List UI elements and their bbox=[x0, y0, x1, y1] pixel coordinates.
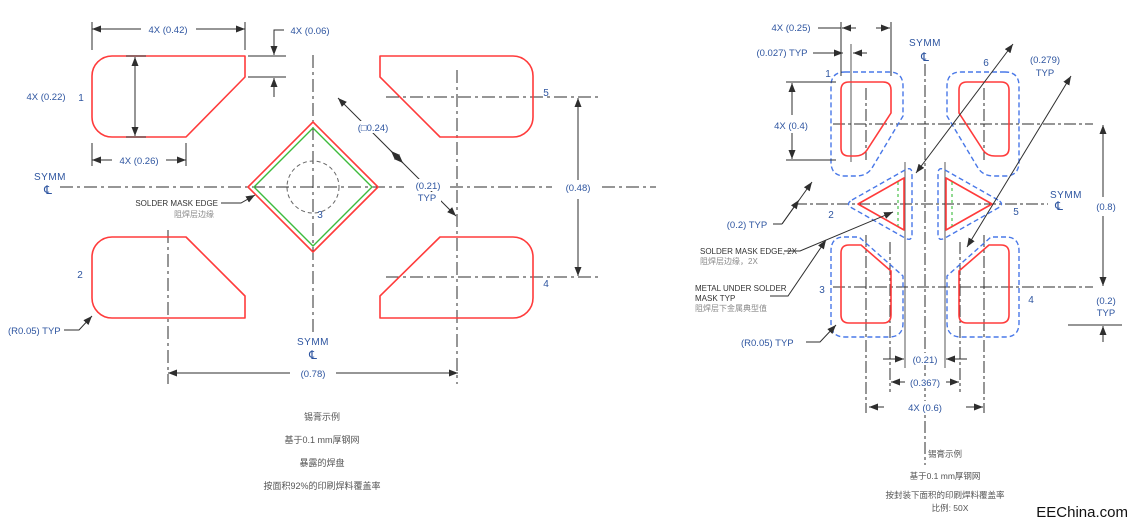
pad-number-3: 3 bbox=[317, 210, 323, 221]
dim-stencil-height: 4X (0.4) bbox=[774, 121, 808, 132]
pad-4-outline bbox=[379, 236, 534, 319]
pad-5-outline bbox=[379, 55, 534, 138]
mask-opening-2 bbox=[847, 167, 913, 241]
dim-corner-radius: (R0.05) TYP bbox=[8, 326, 61, 337]
left-dimension-lines bbox=[64, 22, 582, 377]
pad-number-right-2: 2 bbox=[828, 210, 834, 221]
right-label-backgrounds bbox=[903, 353, 948, 413]
dim-vertical-span: (0.8) bbox=[1096, 202, 1116, 213]
dim-inner-width: (0.367) bbox=[910, 378, 940, 389]
dim-horizontal-pitch: (0.78) bbox=[301, 369, 326, 380]
solder-mask-edge-2x-label: SOLDER MASK EDGE, 2X bbox=[700, 247, 798, 256]
note-line: 比例: 50X bbox=[932, 503, 969, 513]
dim-inner-gap: (0.21) bbox=[913, 355, 938, 366]
pad-2-outline bbox=[91, 236, 246, 319]
dim-corner-radius-right: (R0.05) TYP bbox=[741, 338, 794, 349]
solder-mask-edge-label: SOLDER MASK EDGE bbox=[135, 199, 218, 208]
right-notes: 锡膏示例 基于0.1 mm厚钢网 按封装下面积的印刷焊料覆盖率 比例: 50X bbox=[885, 449, 1005, 513]
dim-stencil-width: 4X (0.25) bbox=[771, 23, 810, 34]
mask-opening-1 bbox=[830, 71, 904, 177]
watermark: EEChina.com bbox=[1036, 504, 1128, 521]
pad-number-right-3: 3 bbox=[819, 285, 825, 296]
note-line: 暴露的焊盘 bbox=[299, 457, 344, 468]
note-line: 基于0.1 mm厚钢网 bbox=[284, 434, 359, 445]
symm-label-bottom: SYMM bbox=[297, 337, 329, 348]
dim-clearance-typ: TYP bbox=[418, 193, 436, 204]
dim-outer-width: 4X (0.6) bbox=[908, 403, 942, 414]
dim-bottom-offset-typ: TYP bbox=[1097, 308, 1115, 319]
centerline-symbol-top-right: ℄ bbox=[920, 50, 929, 64]
centerline-symbol-bottom: ℄ bbox=[308, 348, 317, 362]
center-pad-outline bbox=[247, 121, 379, 253]
dim-vertical-pitch: (0.48) bbox=[566, 183, 591, 194]
solder-mask-edge-label-cn: 阻焊层边缘 bbox=[174, 209, 214, 219]
pad-number-1: 1 bbox=[78, 93, 84, 104]
paste-pad-1 bbox=[840, 81, 892, 157]
right-metal-edges bbox=[897, 182, 953, 226]
pad-number-2: 2 bbox=[77, 270, 83, 281]
paste-pad-3 bbox=[840, 244, 892, 324]
centerline-symbol-right: ℄ bbox=[1054, 199, 1063, 213]
pad-number-5: 5 bbox=[543, 88, 549, 99]
left-pads bbox=[91, 55, 534, 319]
right-dimension-lines bbox=[770, 22, 1122, 411]
pad-1-outline bbox=[91, 55, 246, 138]
dim-diagonal: (0.279) bbox=[1030, 55, 1060, 66]
centerline-symbol-left: ℄ bbox=[43, 183, 52, 197]
left-diagram: 4X (0.42) 4X (0.06) 4X (0.22) 4X (0.26) … bbox=[8, 22, 656, 491]
symm-label-right: SYMM bbox=[1050, 190, 1082, 201]
note-line: 锡膏示例 bbox=[928, 449, 962, 459]
right-diagram: 4X (0.25) (0.027) TYP (0.279) TYP 4X (0.… bbox=[695, 22, 1122, 513]
dim-diagonal-typ: TYP bbox=[1036, 68, 1054, 79]
dim-clearance: (0.21) bbox=[416, 181, 441, 192]
symm-label-top-right: SYMM bbox=[909, 38, 941, 49]
pad-number-right-4: 4 bbox=[1028, 295, 1034, 306]
solder-mask-edge-2x-label-cn: 阻焊层边缘，2X bbox=[700, 256, 758, 266]
dim-pad-height: 4X (0.22) bbox=[26, 92, 65, 103]
dim-bottom-offset: (0.2) bbox=[1096, 296, 1116, 307]
left-label-backgrounds bbox=[112, 23, 447, 379]
metal-under-mask-label-1: METAL UNDER SOLDER bbox=[695, 284, 787, 293]
left-centerlines bbox=[60, 55, 656, 384]
mask-opening-3 bbox=[830, 236, 904, 338]
dim-top-width: 4X (0.42) bbox=[148, 25, 187, 36]
note-line: 锡膏示例 bbox=[304, 411, 340, 422]
dim-bottom-width: 4X (0.26) bbox=[119, 156, 158, 167]
pad-number-right-5: 5 bbox=[1013, 207, 1019, 218]
dim-center-pad-size: (□0.24) bbox=[358, 123, 389, 134]
dim-offset-typ: (0.027) TYP bbox=[756, 48, 807, 59]
right-reference-lines bbox=[850, 44, 946, 368]
dim-corner-height: 4X (0.06) bbox=[290, 26, 329, 37]
paste-pad-4 bbox=[958, 244, 1010, 324]
center-pad-paste-outline bbox=[253, 127, 373, 247]
pad-number-right-1: 1 bbox=[825, 69, 831, 80]
note-line: 基于0.1 mm厚钢网 bbox=[910, 471, 981, 481]
note-line: 按封装下面积的印刷焊料覆盖率 bbox=[885, 490, 1005, 500]
pad-number-right-6: 6 bbox=[983, 58, 989, 69]
center-via-circle bbox=[286, 160, 340, 214]
left-notes: 锡膏示例 基于0.1 mm厚钢网 暴露的焊盘 按面积92%的印刷焊料覆盖率 bbox=[263, 411, 380, 491]
dim-gap-typ: (0.2) TYP bbox=[727, 220, 767, 231]
metal-under-mask-label-cn: 阻焊层下金属典型值 bbox=[695, 303, 767, 313]
symm-label-left: SYMM bbox=[34, 172, 66, 183]
pad-number-4: 4 bbox=[543, 279, 549, 290]
note-line: 按面积92%的印刷焊料覆盖率 bbox=[263, 480, 380, 491]
metal-under-mask-label-2: MASK TYP bbox=[695, 294, 735, 303]
